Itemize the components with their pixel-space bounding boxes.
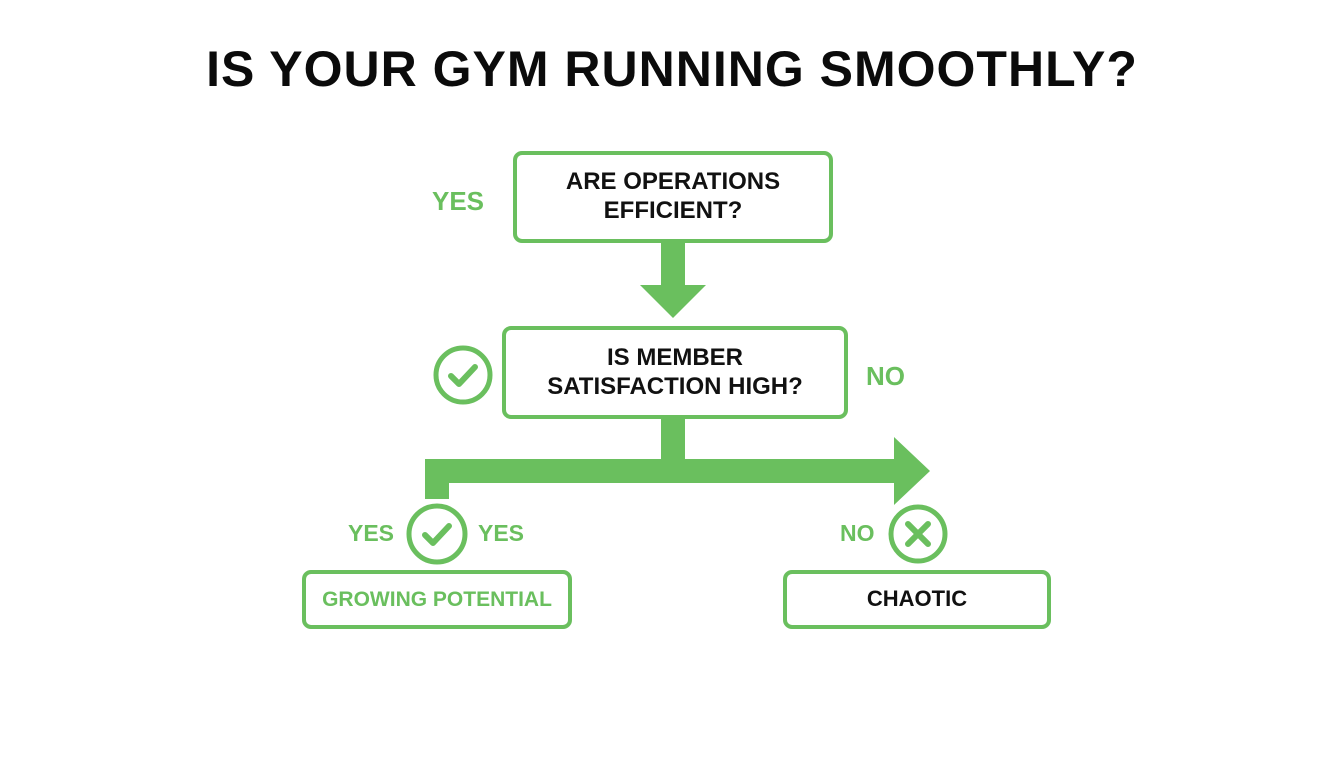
question-box-operations: ARE OPERATIONS EFFICIENT? xyxy=(513,151,833,243)
yes-label-right: YES xyxy=(478,520,525,546)
yes-label-top: YES xyxy=(432,186,485,216)
no-label-middle: NO xyxy=(866,361,905,391)
question-line: IS MEMBER xyxy=(606,343,743,371)
outcome-label: CHAOTIC xyxy=(866,586,968,612)
no-label-bottom: NO xyxy=(840,520,875,546)
outcome-label: GROWING POTENTIAL xyxy=(322,587,552,611)
check-circle-icon xyxy=(433,345,493,405)
arrow-shaft-q1-q2 xyxy=(661,243,685,287)
branch-bar xyxy=(425,459,902,483)
question-box-satisfaction: IS MEMBER SATISFACTION HIGH? xyxy=(502,326,848,419)
x-circle-icon xyxy=(888,504,948,564)
question-line: EFFICIENT? xyxy=(603,197,743,224)
question-line: SATISFACTION HIGH? xyxy=(547,372,803,400)
page-title: IS YOUR GYM RUNNING SMOOTHLY? xyxy=(206,41,1138,97)
yes-label-left: YES xyxy=(348,520,395,546)
question-line: ARE OPERATIONS xyxy=(565,168,781,196)
branch-left-drop xyxy=(425,459,449,499)
arrow-head-right xyxy=(894,437,930,505)
outcome-box-growing: GROWING POTENTIAL xyxy=(302,570,572,629)
arrow-head-q1-q2 xyxy=(640,285,706,318)
outcome-box-chaotic: CHAOTIC xyxy=(783,570,1051,629)
check-circle-icon xyxy=(406,503,468,565)
stem-q2 xyxy=(661,419,685,461)
